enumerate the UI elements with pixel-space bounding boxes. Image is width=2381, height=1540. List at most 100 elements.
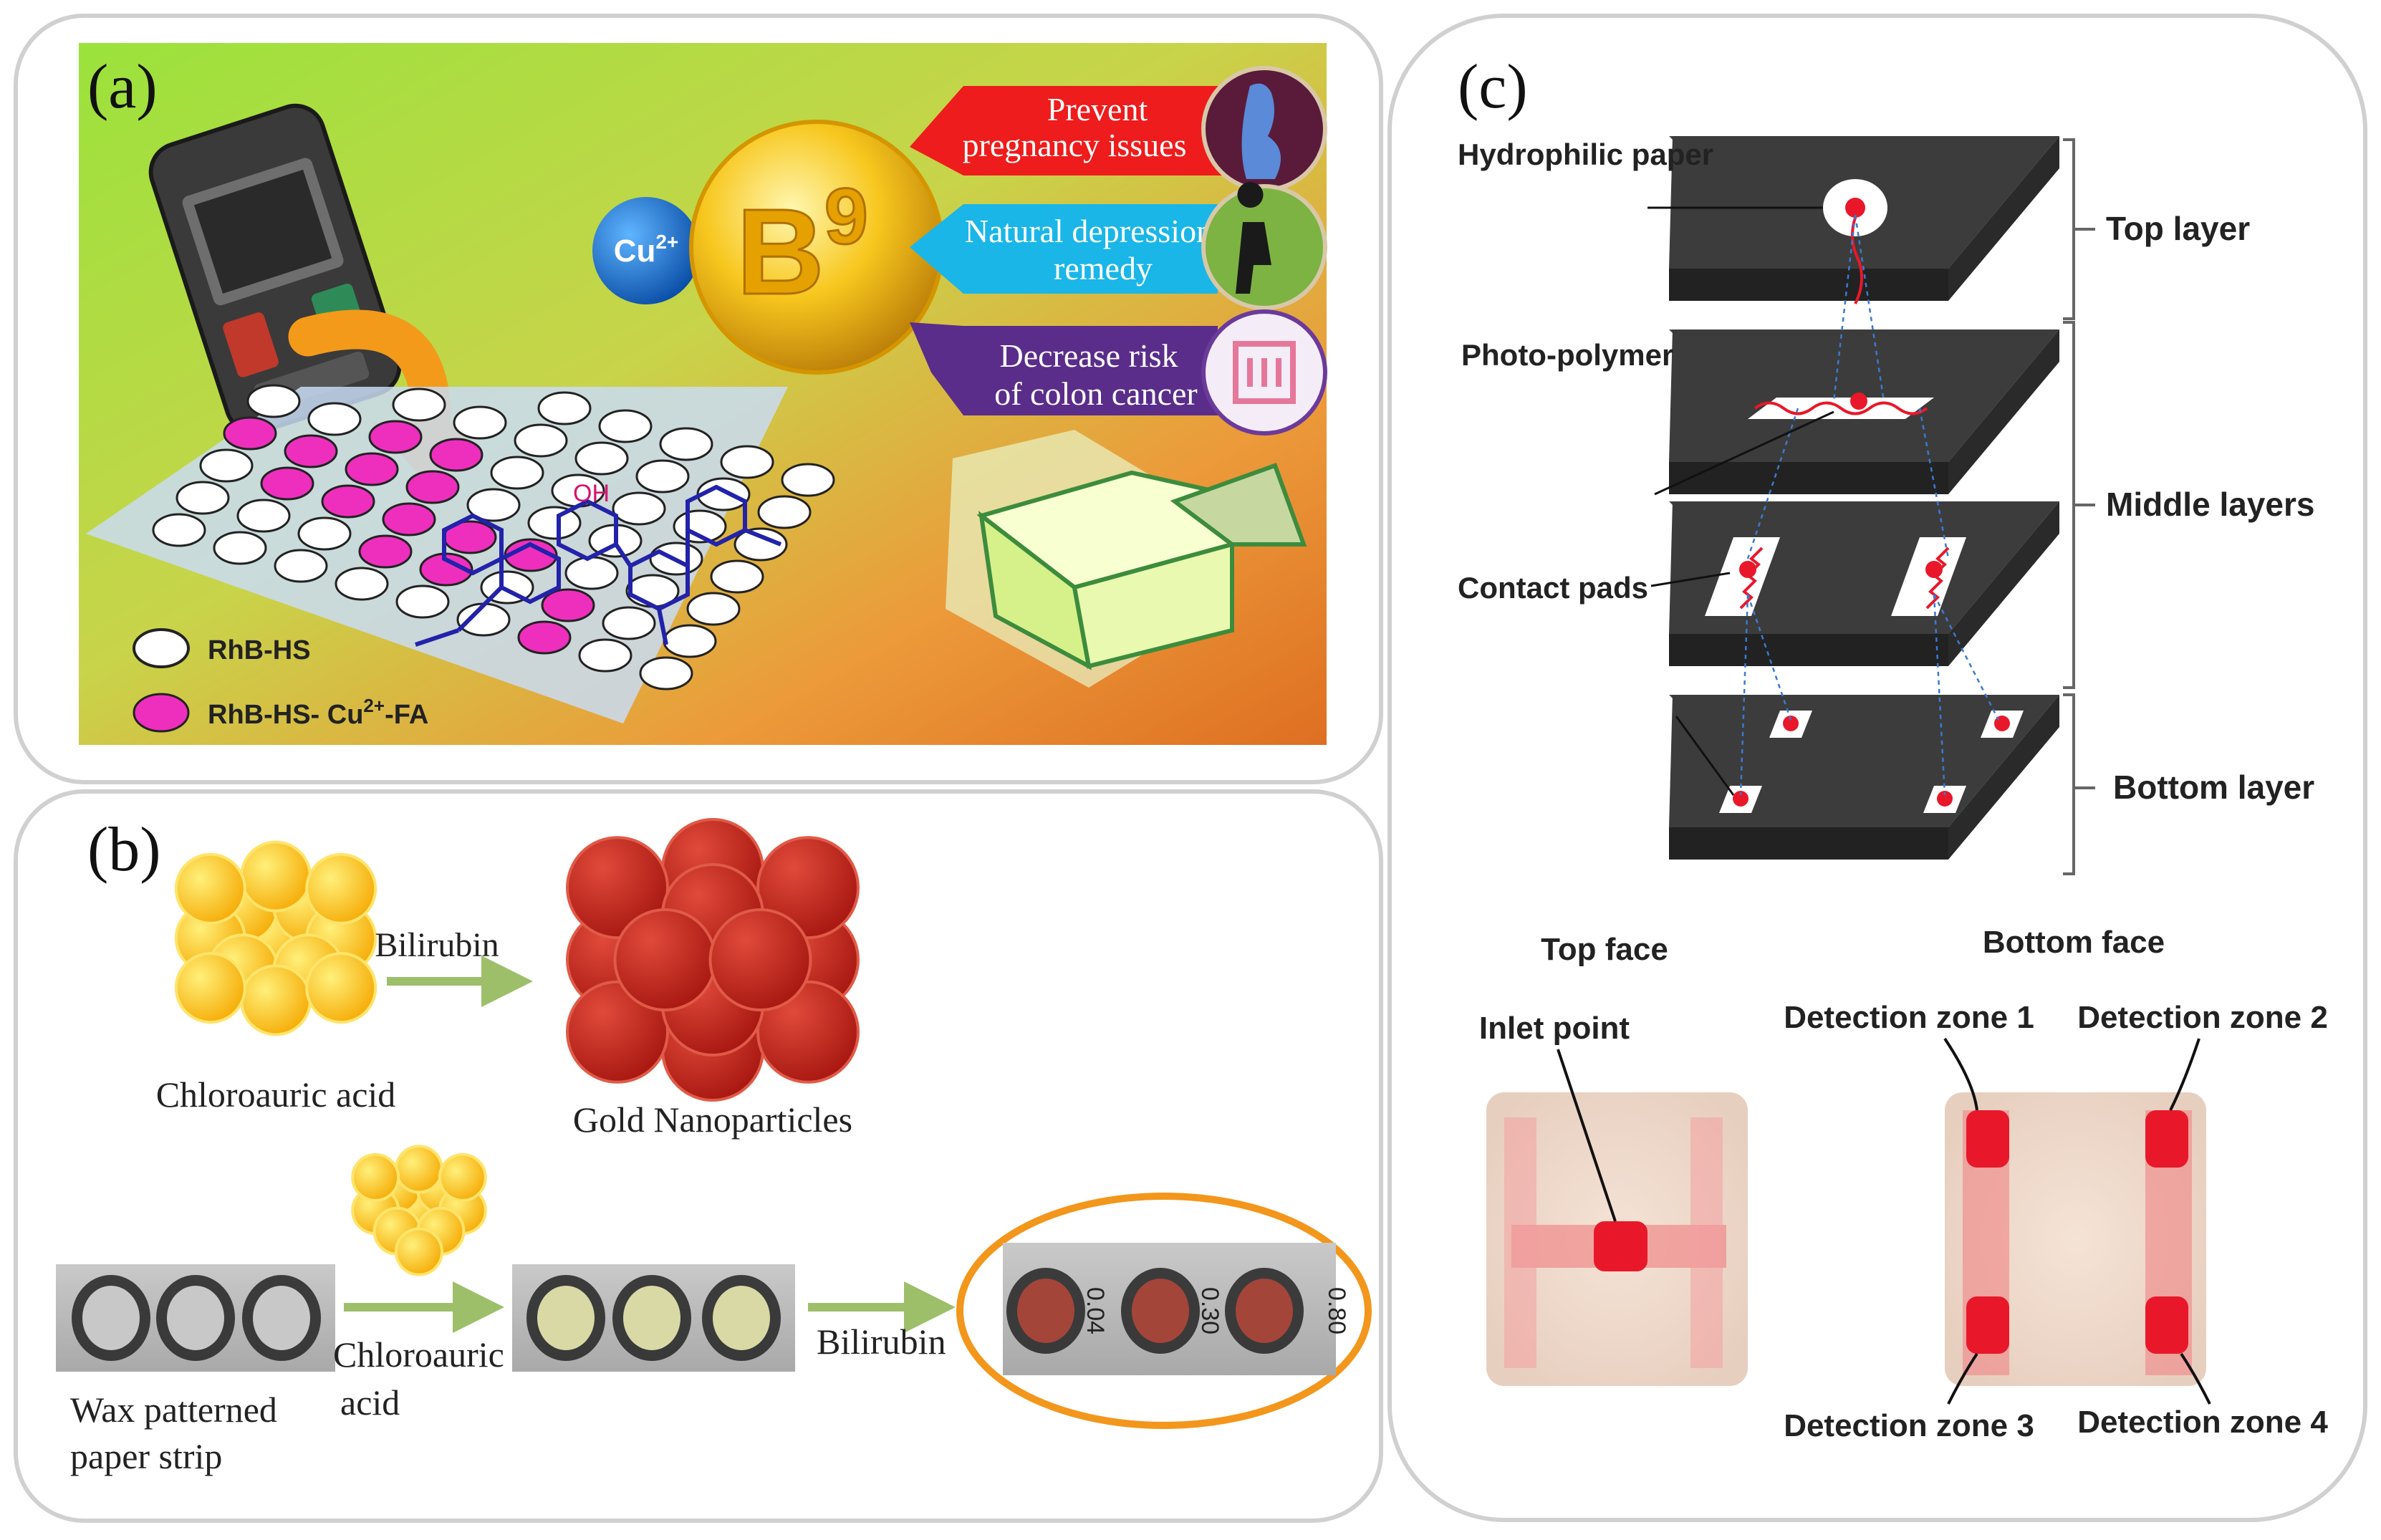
detection-dot xyxy=(1733,791,1749,807)
well-plain xyxy=(335,567,389,601)
strip-well-spot xyxy=(1017,1279,1074,1343)
label-inlet-point: Inlet point xyxy=(1479,1011,1630,1046)
well-complex xyxy=(541,588,595,622)
strip-well-spot xyxy=(1236,1279,1293,1343)
label-bottom-layer: Bottom layer xyxy=(2113,769,2314,806)
particle xyxy=(305,952,377,1024)
colon-figure-icon xyxy=(1233,341,1296,404)
contact-pad-slab-side xyxy=(1948,501,2059,666)
well-plain xyxy=(757,495,812,529)
top-face-photo xyxy=(1486,1049,1748,1386)
depression-figure-icon xyxy=(1236,182,1271,294)
legend-swatch-rhbhs xyxy=(133,628,190,668)
particle xyxy=(240,964,312,1036)
well-complex xyxy=(223,416,277,451)
label-photopolymer: Photo-polymer xyxy=(1461,338,1673,372)
particle xyxy=(395,1227,443,1276)
well-plain xyxy=(639,656,693,690)
channel-wave xyxy=(1754,401,1928,415)
vitamin-b9-label: B9 xyxy=(736,173,868,320)
well-complex xyxy=(260,466,314,501)
panel-b: (b) Bilirubin Chloroauric acid Gold Nano… xyxy=(14,789,1383,1523)
inlet-dot xyxy=(1845,198,1865,218)
benefit-2-line-1: Natural depression xyxy=(965,213,1213,249)
well-complex xyxy=(429,438,484,472)
chloroauric-acid-cluster xyxy=(174,840,377,1036)
contact-pad xyxy=(1891,537,1966,616)
well-plain xyxy=(578,638,632,673)
pregnancy-figure-icon xyxy=(1241,83,1281,180)
particle xyxy=(613,908,717,1011)
reagent-bilirubin-top: Bilirubin xyxy=(375,926,499,964)
particle xyxy=(756,836,860,940)
strip-label-line-2: paper strip xyxy=(70,1436,222,1476)
particle xyxy=(305,852,377,925)
strip-well-spot xyxy=(1132,1279,1189,1343)
contact-pad xyxy=(1705,537,1780,616)
well-plain xyxy=(274,549,328,583)
strip-well-spot xyxy=(167,1286,224,1350)
well-plain xyxy=(236,499,291,533)
well-plain xyxy=(602,606,656,640)
channel-line xyxy=(1851,217,1863,304)
layer-stack xyxy=(1648,136,2059,860)
well-plain xyxy=(392,388,446,422)
paper-device-icon xyxy=(946,430,1307,688)
photopolymer-slab-front xyxy=(1669,462,1948,494)
strip-well-spot xyxy=(82,1286,140,1350)
molecule-structure xyxy=(415,484,782,647)
strip-well-spot xyxy=(623,1286,680,1350)
bottom-layer-slab-front xyxy=(1669,827,1948,860)
benefit-banner-2 xyxy=(910,204,1218,294)
well-plain xyxy=(663,624,717,658)
label-detection-zone-1: Detection zone 1 xyxy=(1784,1000,2034,1035)
well-plain xyxy=(564,556,619,590)
well-plain xyxy=(635,459,690,494)
legend-label-rhbhs: RhB-HS xyxy=(208,635,311,665)
molecule-oh-label: OH xyxy=(573,480,610,507)
well-plain xyxy=(659,427,713,461)
alignment-guide xyxy=(1832,214,1857,402)
well-plain xyxy=(199,448,254,483)
well-plain xyxy=(152,513,206,547)
well-complex xyxy=(368,420,423,454)
wax-strip-wells xyxy=(72,1275,321,1361)
label-top-layer: Top layer xyxy=(2106,210,2250,247)
reagent2-line-2: acid xyxy=(340,1382,400,1423)
well-plain xyxy=(537,391,592,425)
well-complex xyxy=(405,470,460,504)
particle xyxy=(566,980,669,1084)
well-plain xyxy=(466,488,521,522)
copper-ion-icon xyxy=(592,197,700,304)
strip-well-spot xyxy=(537,1286,595,1350)
strip-label-line-1: Wax patterned xyxy=(70,1390,277,1430)
phone-icon xyxy=(148,103,402,435)
well-plain xyxy=(733,527,788,562)
well-complex xyxy=(358,534,413,569)
label-top-face: Top face xyxy=(1541,932,1668,967)
benefit-banner-3 xyxy=(910,322,1218,415)
well-plain xyxy=(710,559,764,594)
bottom-face-photo xyxy=(1943,1037,2211,1405)
photopolymer-slab-side xyxy=(1948,329,2059,494)
benefit-1-line-1: Prevent xyxy=(1047,91,1148,127)
well-plain xyxy=(395,584,450,619)
well-plain xyxy=(453,405,507,440)
label-middle-layers: Middle layers xyxy=(2106,486,2314,523)
particle xyxy=(438,1152,487,1202)
alignment-guide xyxy=(1933,594,2000,721)
benefit-banner-1 xyxy=(910,86,1232,175)
well-plain xyxy=(456,602,511,637)
particle xyxy=(566,836,669,940)
chloroauric-acid-small-cluster xyxy=(351,1145,487,1276)
legend-label-complex: RhB-HS- Cu2+-FA xyxy=(208,695,428,730)
particle xyxy=(351,1152,400,1202)
well-plain xyxy=(490,456,544,490)
particle xyxy=(174,952,246,1024)
well-complex xyxy=(321,484,375,519)
label-detection-zone-2: Detection zone 2 xyxy=(2077,1000,2328,1035)
sample-concentration-label: 0.30 xyxy=(1196,1287,1223,1334)
well-plain xyxy=(307,402,362,436)
